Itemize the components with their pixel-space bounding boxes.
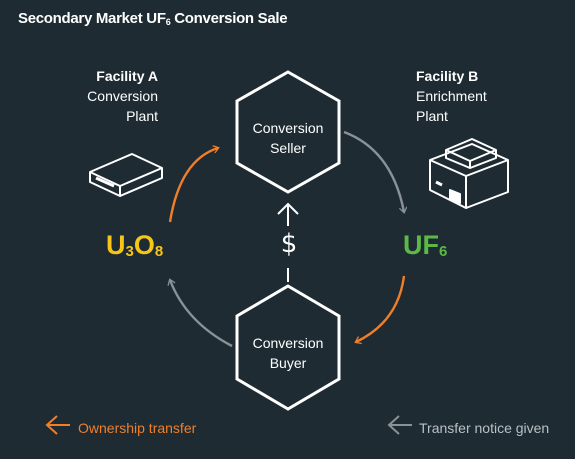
facility-a-name: Facility A <box>96 68 158 84</box>
seller-hexagon <box>235 70 341 194</box>
seller-line2: Seller <box>270 140 306 156</box>
payment-arrow-head <box>277 202 299 215</box>
diagram-title: Secondary Market UF6 Conversion Sale <box>18 10 288 27</box>
facility-b-name: Facility B <box>416 68 479 84</box>
uf6-label: UF6 <box>403 230 448 260</box>
legend-transfer-notice: Transfer notice given <box>419 420 550 436</box>
u3o8-label: U3O8 <box>106 230 164 260</box>
buyer-hexagon <box>235 284 341 411</box>
facility-a-line2: Plant <box>126 108 158 124</box>
seller-label: Conversion Seller <box>233 118 343 158</box>
notice-arrow-seller-to-facility-b <box>343 130 404 212</box>
facility-a-line1: Conversion <box>87 88 158 104</box>
notice-legend-arrow-icon <box>387 415 412 435</box>
notice-arrow-buyer-to-u3o8 <box>170 280 233 348</box>
seller-line1: Conversion <box>252 120 324 136</box>
dollar-sign: $ <box>280 229 298 259</box>
facility-a-label: Facility A Conversion Plant <box>60 66 158 126</box>
facility-b-label: Facility B Enrichment Plant <box>416 66 526 126</box>
legend-ownership-transfer: Ownership transfer <box>78 420 197 436</box>
ownership-arrow-u3o8-to-seller <box>168 148 218 223</box>
buyer-line2: Buyer <box>269 355 307 371</box>
ownership-legend-arrow-icon <box>45 415 70 435</box>
buyer-label: Conversion Buyer <box>233 333 343 373</box>
enrichment-plant-icon <box>429 138 509 209</box>
facility-b-line1: Enrichment <box>416 88 487 104</box>
facility-b-line2: Plant <box>416 108 448 124</box>
buyer-line1: Conversion <box>252 335 324 351</box>
warehouse-icon <box>89 153 163 197</box>
ownership-arrow-uf6-to-buyer <box>356 275 406 342</box>
